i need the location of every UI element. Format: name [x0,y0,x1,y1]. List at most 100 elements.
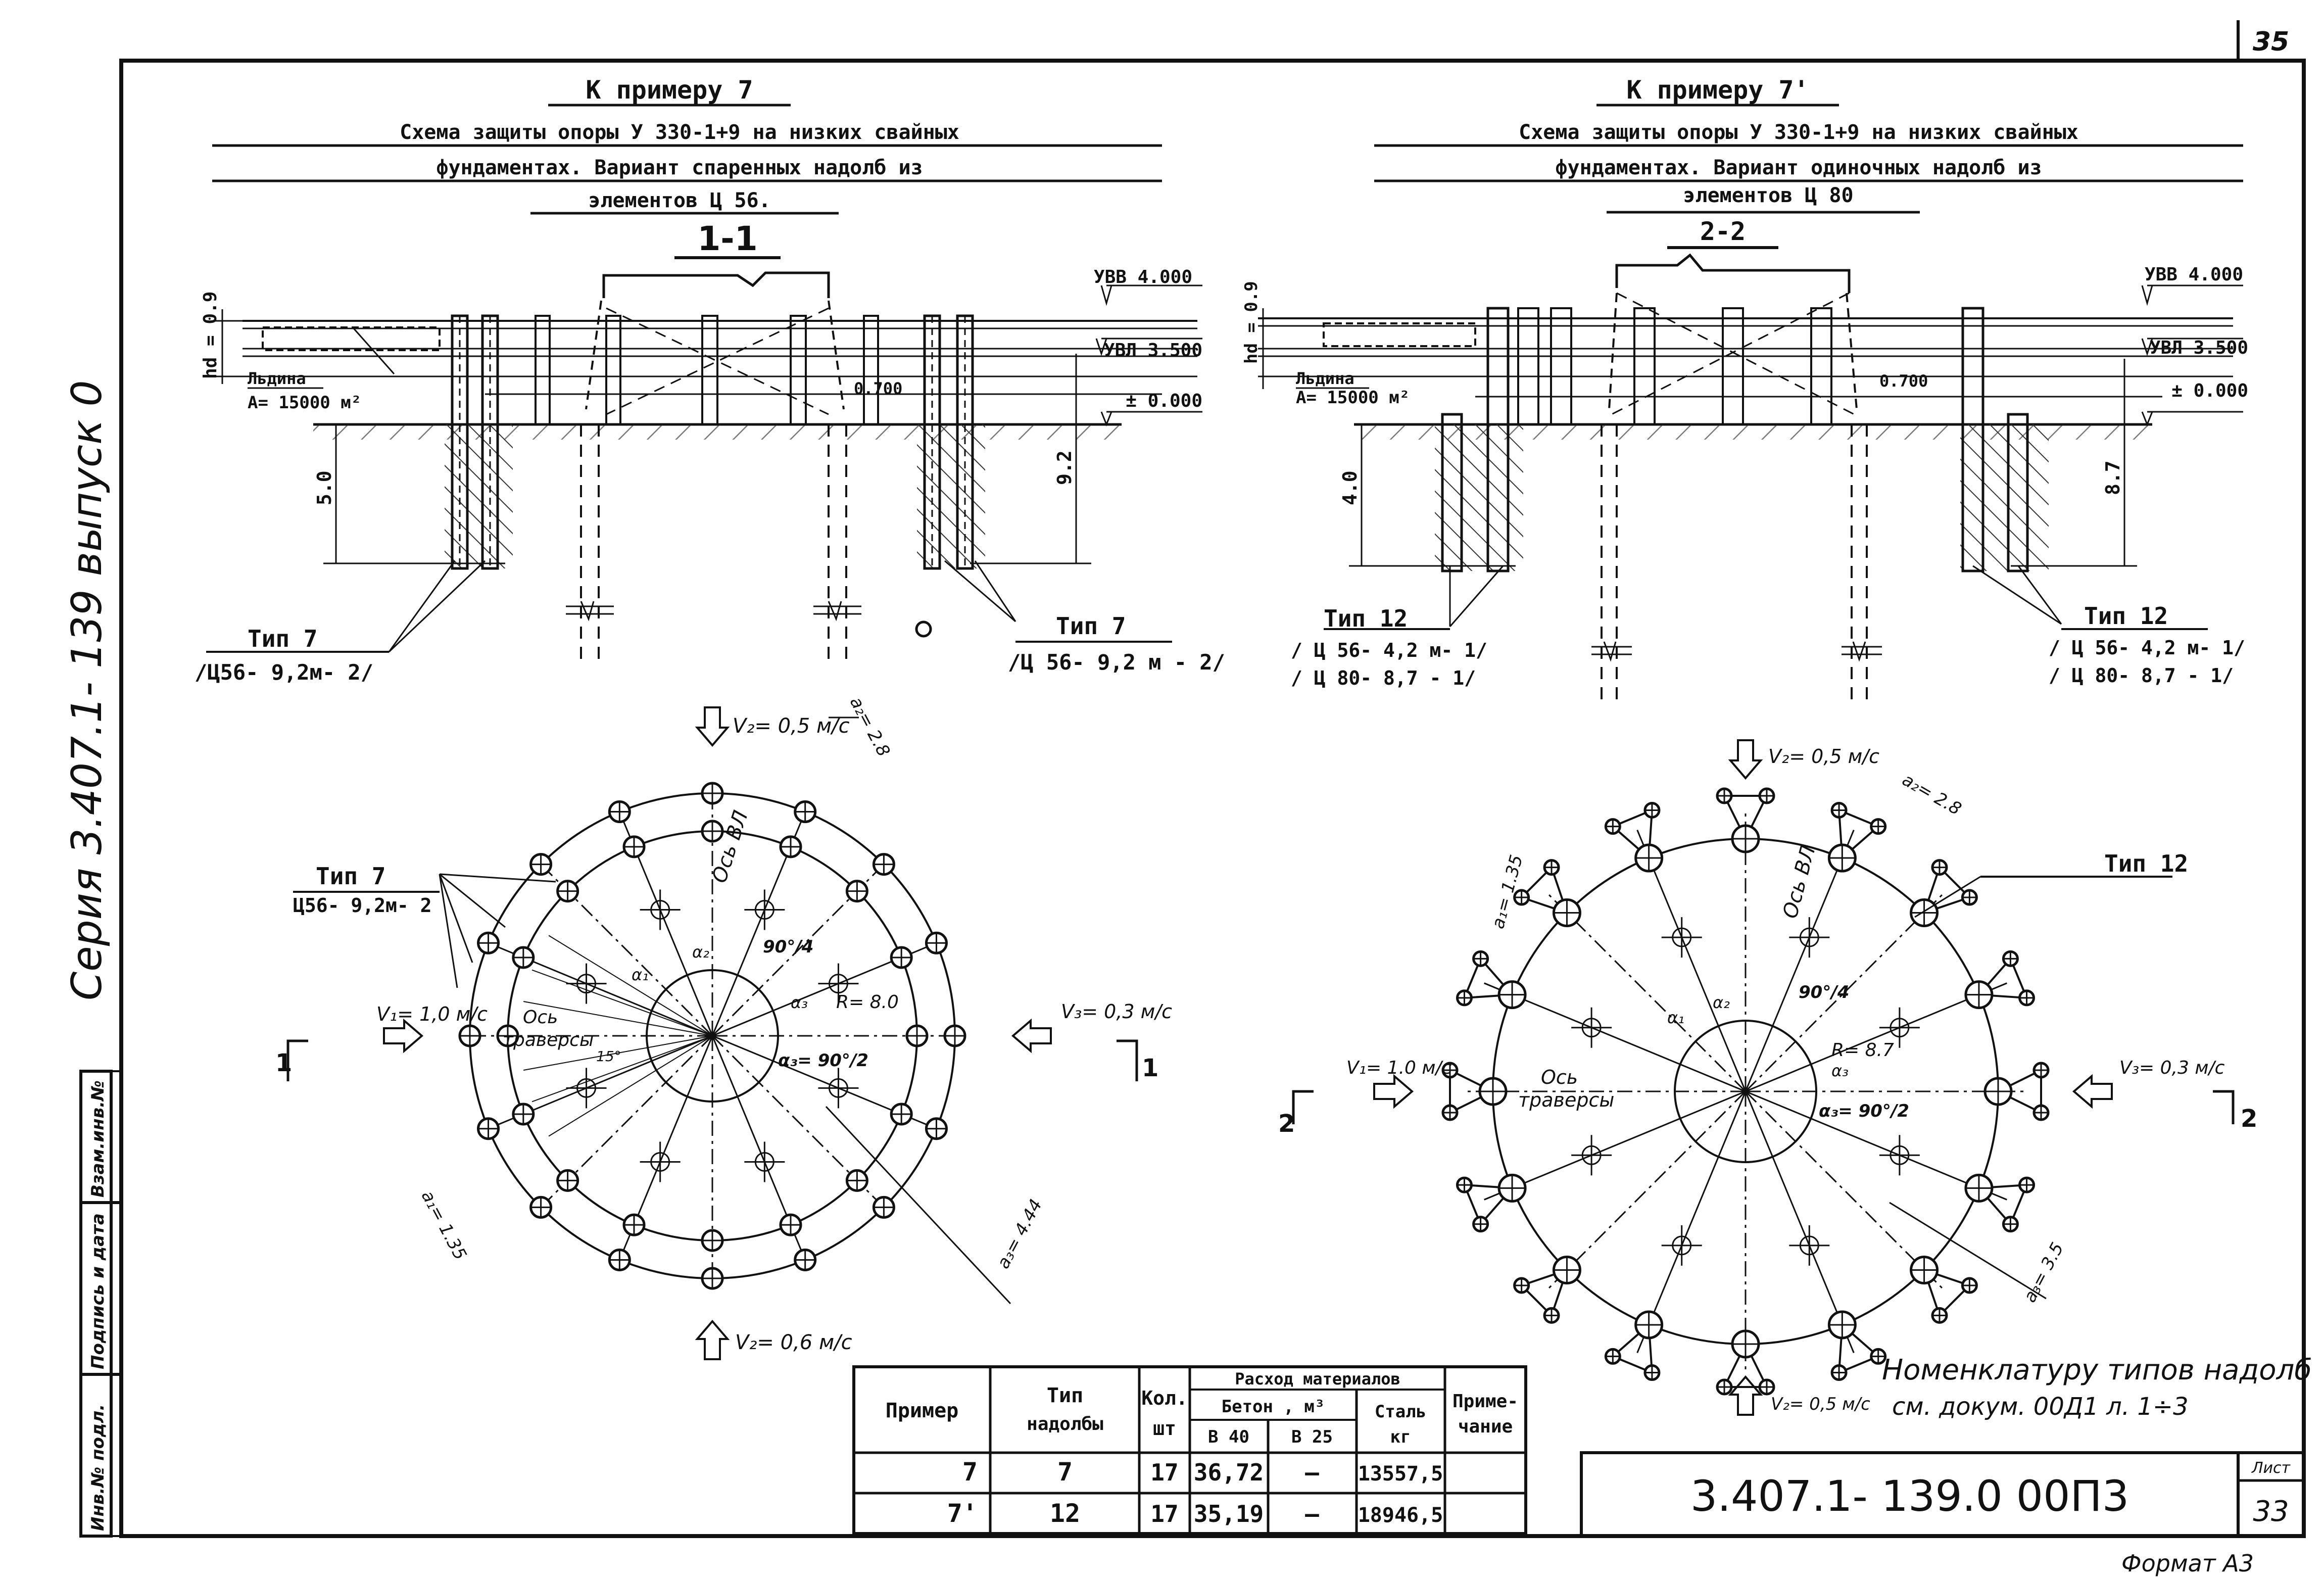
left-hd: hd = 0.9 [200,292,221,379]
row2-b40: 35,19 [1194,1500,1264,1527]
right-a3: a₃= 3.5 [2020,1239,2068,1306]
plan-ray [1745,1090,1947,1293]
row2-steel: 18946,5 [1358,1504,1443,1527]
right-caption-1: Схема защиты опоры У 330-1+9 на низких с… [1519,121,2078,144]
cross-mark [828,1078,848,1098]
page-number: 35 [2253,27,2289,57]
plan-ray [1636,1091,1747,1353]
left-caption-2: фундаментах. Вариант спаренных надолб из [436,156,923,179]
left-ubv: УВВ 4.000 [1094,267,1192,288]
left-v-right: V₃= 0,3 м/с [1061,1000,1172,1023]
sheet-label: Лист [2251,1459,2291,1477]
row2-type: 12 [1050,1499,1080,1528]
right-cut-left: 2 [1278,1110,1295,1138]
plan-ray [1745,1091,1855,1353]
pile-bracket [1722,795,1769,841]
materials-table: Пример Тип надолбы Кол. шт Расход матери… [852,1365,1527,1535]
plan-ray-fine [523,1000,713,1036]
format-label: Формат А3 [2121,1550,2254,1577]
left-alpha-90-4: 90°/4 [763,937,813,957]
left-alpha-90-2: α₃= 90°/2 [778,1050,868,1071]
table-row: 7 7 17 36,72 — 13557,5 [962,1457,1443,1487]
right-type-left: Тип 12 [1324,605,1408,632]
table-h-steel-2: кг [1390,1427,1411,1447]
left-zero: ± 0.000 [1126,391,1202,411]
left-v-top: V₂= 0,5 м/с [733,714,850,738]
table-h-qty-2: шт [1153,1417,1176,1440]
right-arrow-bottom [1728,1375,1763,1416]
row1-b25: — [1305,1459,1319,1486]
left-ice-label: Льдина [248,369,306,388]
cross-mark [1799,1235,1819,1256]
table-h-type-2: надолбы [1027,1414,1103,1434]
cross-mark [1581,1018,1602,1038]
plan-ray [544,867,713,1037]
right-section-view [1258,253,2243,702]
right-depth-left: 4.0 [1339,470,1361,505]
table-h-qty-1: Кол. [1141,1387,1188,1409]
left-v-bottom: V₂= 0,6 м/с [735,1331,852,1354]
table-h-concrete: Бетон , м³ [1222,1397,1325,1417]
cross-mark [754,900,774,920]
cross-mark [650,1152,670,1172]
cross-mark [1672,927,1692,947]
right-ubl: УВЛ 3.500 [2150,338,2248,358]
plan-ray [1745,890,1947,1092]
pile-bracket [1449,1068,1495,1115]
pile-bracket [1463,957,1515,999]
pile-bracket [1976,957,2028,999]
plan-ray [544,1035,713,1205]
right-v-bottom: V₂= 0,5 м/с [1771,1394,1870,1414]
plan-ray [711,867,881,1037]
cross-mark [576,974,597,994]
right-axis-trav-2: траверсы [1518,1089,1614,1111]
plan-ray [1745,830,1855,1092]
row1-example: 7 [962,1457,978,1487]
left-axis-trav-1: Ось [523,1007,558,1028]
right-arrow-right [2072,1074,2113,1109]
right-ice-label: Льдина [1296,369,1354,388]
left-cut-left: 1 [275,1049,292,1077]
table-h-note-1: Приме- [1452,1391,1518,1412]
table-h-type-1: Тип [1047,1384,1083,1407]
pile-bracket [1611,1322,1654,1374]
pile-bracket [1463,1183,1515,1226]
plan-ray [1484,1090,1746,1201]
left-0700: 0.700 [854,379,902,398]
plan-ray-fine [548,935,713,1036]
row2-example: 7' [947,1499,978,1528]
right-zero: ± 0.000 [2171,380,2248,401]
cross-mark [1890,1145,1910,1165]
right-v-left: V₁= 1.0 м/с [1346,1058,1452,1078]
doc-code: 3.407.1- 139.0 00П3 [1690,1471,2129,1521]
table-h-example: Пример [886,1399,959,1422]
cross-mark [1581,1145,1602,1165]
right-header: К примеру 7' Схема защиты опоры У 330-1+… [1374,75,2243,249]
row1-qty: 17 [1150,1459,1178,1486]
left-depth-left: 5.0 [313,470,335,505]
plan-ray [1544,890,1747,1092]
left-depth-right: 9.2 [1053,450,1076,485]
right-code-left-2: / Ц 80- 8,7 - 1/ [1291,667,1476,689]
right-alpha-90-4: 90°/4 [1799,982,1849,1002]
pile-bracket [1611,808,1654,860]
left-example-title: К примеру 7 [586,75,753,105]
right-arrow-left [1373,1074,1414,1109]
left-section-labels: УВВ 4.000 УВЛ 3.500 ± 0.000 hd = 0.9 Льд… [195,267,1225,685]
left-caption-3: элементов Ц 56. [588,189,770,212]
right-ice-area: А= 15000 м² [1296,388,1410,408]
right-alpha-3: α₃ [1831,1061,1849,1080]
plan-ray-fine [548,1035,713,1137]
cross-mark [576,1078,597,1098]
right-alpha-2: α₂ [1713,993,1730,1012]
pile-bracket [1976,1183,2028,1226]
right-section-labels: УВВ 4.000 УВЛ 3.500 ± 0.000 hd = 0.9 Льд… [1241,264,2248,689]
right-caption-2: фундаментах. Вариант одиночных надолб из [1555,156,2042,179]
nomenclature-note-2: см. докум. 00Д1 л. 1÷3 [1892,1393,2189,1421]
table-h-b40: В 40 [1208,1427,1249,1447]
right-code-right-2: / Ц 80- 8,7 - 1/ [2049,664,2234,687]
right-example-title: К примеру 7' [1626,75,1809,105]
right-plan-rays [1463,808,2028,1374]
right-alpha-90-2: α₃= 90°/2 [1819,1101,1909,1121]
